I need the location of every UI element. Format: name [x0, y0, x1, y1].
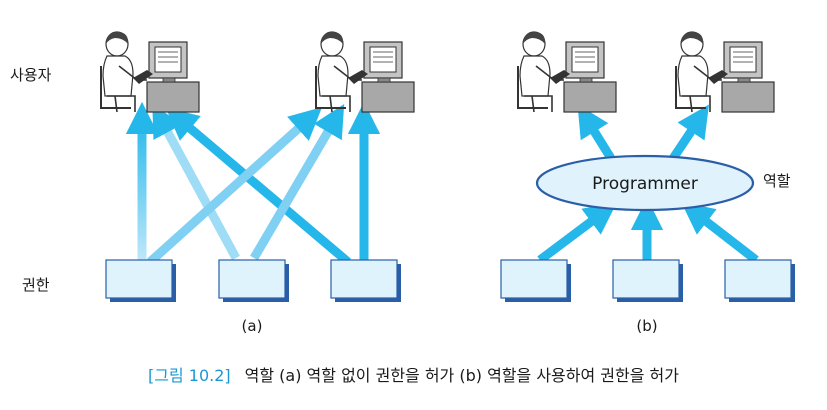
user-at-computer-icon — [517, 31, 617, 113]
user-at-computer-icon — [315, 31, 415, 113]
permission-box-b2 — [612, 259, 683, 302]
arrow-a-p1-u2 — [146, 107, 323, 266]
figure-caption: [그림 10.2] 역할 (a) 역할 없이 권한을 허가 (b) 역할을 사용하… — [0, 362, 827, 386]
arrow-a-p2-u1 — [152, 103, 240, 261]
permission-box-b1 — [500, 259, 571, 302]
user-at-computer-icon — [100, 31, 200, 113]
permission-box-a3 — [330, 259, 401, 302]
panel-a-arrows — [125, 101, 381, 266]
users-label: 사용자 — [10, 66, 52, 84]
arrow-b-p3-role — [681, 202, 759, 264]
panel-a-label: (a) — [242, 317, 263, 335]
permission-box-a2 — [218, 259, 289, 302]
role-label: 역할 — [763, 172, 791, 190]
caption-text: 역할 (a) 역할 없이 권한을 허가 (b) 역할을 사용하여 권한을 허가 — [244, 366, 679, 385]
permission-box-b3 — [724, 259, 795, 302]
permission-boxes — [105, 259, 795, 302]
arrow-b-p1-role — [537, 202, 617, 264]
users-layer — [100, 31, 775, 113]
role-node-label: Programmer — [592, 174, 698, 194]
arrow-a-p2-u2 — [250, 104, 345, 261]
figure-number: [그림 10.2] — [148, 366, 231, 385]
panel-b-label: (b) — [636, 317, 657, 335]
permissions-label: 권한 — [22, 276, 50, 294]
arrow-b-role-u1 — [577, 104, 616, 163]
role-node: Programmer — [535, 154, 755, 212]
arrow-b-role-u2 — [668, 104, 709, 163]
permission-box-a1 — [105, 259, 176, 302]
panel-b-arrows — [537, 104, 759, 264]
arrow-a-p3-u1 — [165, 107, 351, 266]
user-at-computer-icon — [675, 31, 775, 113]
